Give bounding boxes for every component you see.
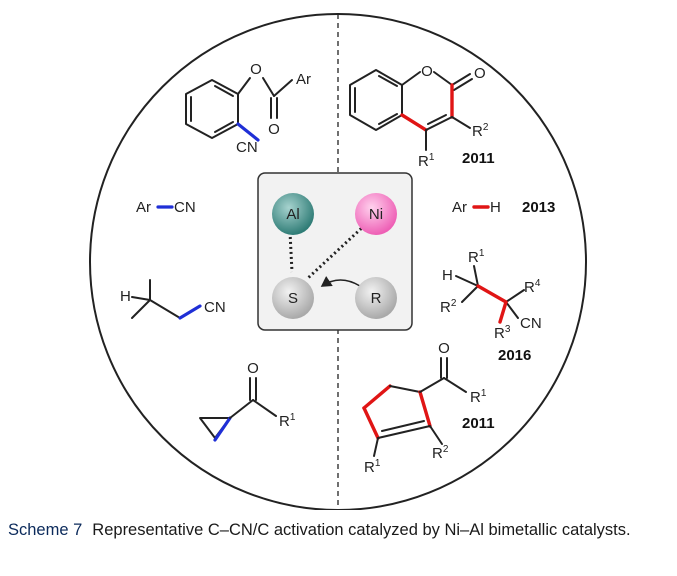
cyclopropyl-ketone: O R1 <box>199 360 296 442</box>
coumarin-r1-label: R1 <box>418 152 435 170</box>
arh-ar-label: Ar <box>452 199 467 216</box>
cyc-r1-ring-label: R1 <box>364 458 381 476</box>
year-2013: 2013 <box>522 199 555 216</box>
caption-text: Representative C–CN/C activation catalyz… <box>92 521 631 539</box>
ni-sphere <box>355 193 397 235</box>
caption-label: Scheme 7 <box>8 521 83 539</box>
alk-r2-label: R2 <box>440 298 457 316</box>
scheme-diagram: Al Ni S R O O Ar CN Ar CN H CN <box>89 13 587 510</box>
ester-o-label: O <box>250 61 262 78</box>
arene-ch: Ar H 2013 <box>452 199 555 216</box>
year-2011-coumarin: 2011 <box>462 150 495 167</box>
cp-r-label: R1 <box>279 412 296 430</box>
alk-cn-label: CN <box>520 315 542 332</box>
ester-ar-label: Ar <box>296 71 311 88</box>
s-label: S <box>288 290 298 307</box>
alkyl-nitrile: H CN <box>120 279 226 320</box>
migration-arrow <box>320 276 361 287</box>
alkyl-cn-label: CN <box>204 299 226 316</box>
al-sphere <box>272 193 314 235</box>
r-label: R <box>371 290 382 307</box>
coumarin-o-carbonyl-label: O <box>474 65 486 82</box>
alk-r4-label: R4 <box>524 278 541 296</box>
al-s-interaction <box>288 231 294 273</box>
arh-h-label: H <box>490 199 501 216</box>
quaternary-nitrile: R1 H R2 R4 CN R3 2016 <box>440 248 542 364</box>
alk-r3-label: R3 <box>494 324 511 342</box>
aryl-ester-nitrile: O O Ar CN <box>185 61 311 156</box>
arcn-cn-label: CN <box>174 199 196 216</box>
figure-caption: Scheme 7 Representative C–CN/C activation… <box>8 517 668 544</box>
s-sphere <box>272 277 314 319</box>
year-2011-cyclopentene: 2011 <box>462 415 495 432</box>
cyc-o-label: O <box>438 340 450 357</box>
coumarin-r2-label: R2 <box>472 122 489 140</box>
aryl-nitrile: Ar CN <box>136 199 196 216</box>
alkyl-h-label: H <box>120 288 131 305</box>
coumarin: O O R1 R2 2011 <box>349 63 495 170</box>
al-label: Al <box>286 206 299 223</box>
alk-h-label: H <box>442 267 453 284</box>
year-2016: 2016 <box>498 347 531 364</box>
catalyst-box: Al Ni S R <box>257 172 413 331</box>
ester-carbonyl-o-label: O <box>268 121 280 138</box>
r-sphere <box>355 277 397 319</box>
coumarin-o-ring-label: O <box>421 63 433 80</box>
ni-label: Ni <box>369 206 383 223</box>
cp-o-label: O <box>247 360 259 377</box>
arcn-ar-label: Ar <box>136 199 151 216</box>
ester-cn-label: CN <box>236 139 258 156</box>
cyc-r1-ketone-label: R1 <box>470 388 487 406</box>
alk-r1-label: R1 <box>468 248 485 266</box>
cyc-r2-label: R2 <box>432 444 449 462</box>
cyclopentene-ketone: O R1 R1 R2 2011 <box>362 340 495 476</box>
